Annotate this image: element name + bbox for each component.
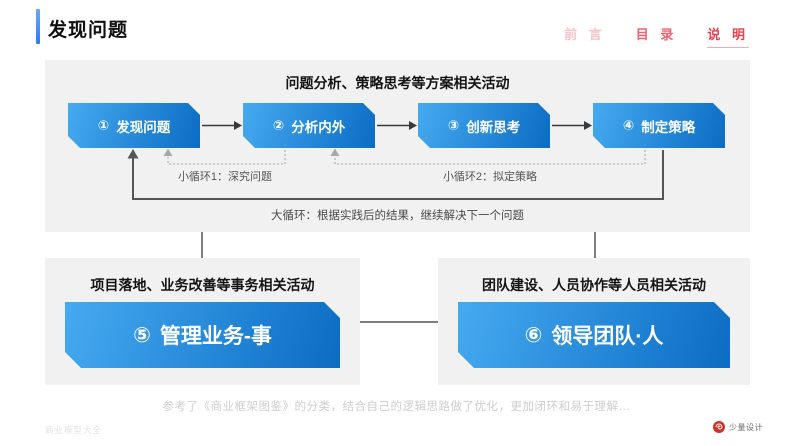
arrow-step3-to-step4	[552, 121, 592, 130]
step-5-label: 管理业务-事	[159, 325, 272, 348]
small-loop-1-connector	[163, 148, 286, 165]
step-2-analyze: ② 分析内外	[243, 103, 375, 148]
step-2-label: 分析内外	[291, 119, 346, 135]
brand-logo-icon	[713, 421, 725, 433]
connector-middle-horizontal	[360, 321, 438, 323]
step-3-label: 创新思考	[466, 119, 521, 135]
step-5-number: ⑤	[133, 323, 151, 347]
analysis-panel: 问题分析、策略思考等方案相关活动 ① 发现问题 ② 分析内外 ③ 创新思考 ④ …	[45, 60, 750, 232]
arrow-step1-to-step2	[202, 121, 242, 130]
nav-item-foreword[interactable]: 前 言	[564, 27, 606, 42]
nav-item-notes[interactable]: 说 明	[707, 24, 749, 48]
step-6-number: ⑥	[524, 323, 543, 347]
title-accent-bar	[36, 9, 40, 44]
team-panel-title: 团队建设、人员协作等人员相关活动	[482, 277, 706, 293]
connector-right-vertical	[594, 232, 596, 258]
top-nav: 前 言 目 录 说 明	[564, 24, 749, 48]
step-3-number: ③	[447, 117, 460, 133]
big-loop-label: 大循环：根据实践后的结果，继续解决下一个问题	[271, 210, 524, 222]
step-5-manage-business: ⑤ 管理业务-事	[65, 302, 340, 368]
team-panel: 团队建设、人员协作等人员相关活动 ⑥ 领导团队·人	[438, 258, 750, 385]
step-1-number: ①	[97, 117, 110, 133]
small-loop-2-connector	[330, 148, 646, 165]
page-title: 发现问题	[48, 20, 129, 41]
nav-item-contents[interactable]: 目 录	[635, 27, 678, 42]
brand-logo: 少量设计	[713, 421, 763, 433]
step-6-lead-team: ⑥ 领导团队·人	[458, 302, 730, 368]
step-4-strategy: ④ 制定策略	[593, 103, 725, 148]
business-panel-title: 项目落地、业务改善等事务相关活动	[90, 277, 315, 293]
step-1-discover-problem: ① 发现问题	[68, 103, 200, 148]
step-4-label: 制定策略	[641, 119, 696, 135]
step-6-label: 领导团队·人	[551, 325, 664, 348]
small-loop-2-label: 小循环2：拟定策略	[442, 171, 538, 183]
analysis-panel-title: 问题分析、策略思考等方案相关活动	[285, 75, 510, 91]
business-panel: 项目落地、业务改善等事务相关活动 ⑤ 管理业务-事	[45, 258, 360, 385]
step-4-number: ④	[622, 117, 635, 133]
connector-left-vertical	[201, 232, 203, 258]
arrow-step2-to-step3	[377, 121, 417, 130]
step-1-label: 发现问题	[116, 119, 171, 135]
small-loop-1-label: 小循环1：深究问题	[177, 171, 273, 183]
step-3-innovate: ③ 创新思考	[418, 103, 550, 148]
step-2-number: ②	[272, 117, 285, 133]
brand-logo-text: 少量设计	[729, 422, 763, 432]
footnote-caption: 参考了《商业框架图鉴》的分类，结合自己的逻辑思路做了优化，更加闭环和易于理解…	[162, 401, 631, 413]
watermark-text: 商业模型大全	[45, 425, 103, 435]
